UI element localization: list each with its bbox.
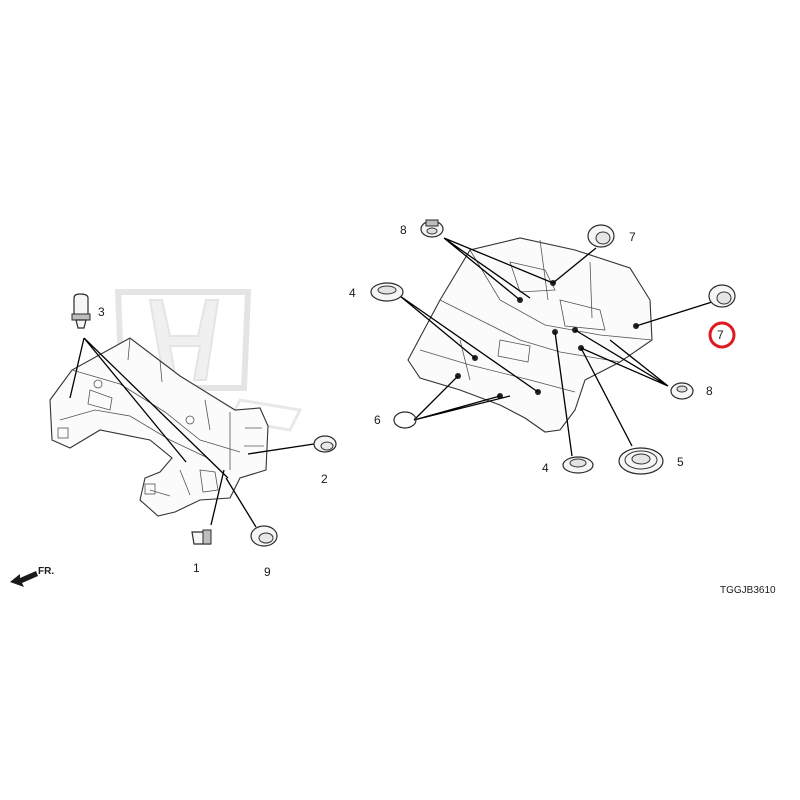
- callout-5: 5: [677, 455, 684, 469]
- part-1-clip: [191, 529, 212, 545]
- callout-8-top: 8: [400, 223, 407, 237]
- callout-1: 1: [193, 561, 200, 575]
- front-frame-assembly: [49, 337, 269, 517]
- leader-lines-right: [399, 237, 713, 457]
- part-7-plug-right: [708, 284, 736, 308]
- part-9-grommet: [250, 525, 278, 547]
- part-4-grommet-bottom: [562, 456, 594, 474]
- callout-7-highlighted: 7: [717, 328, 724, 342]
- callout-4-bottom: 4: [542, 461, 549, 475]
- highlight-circle: [708, 321, 736, 349]
- part-7-plug-top: [587, 224, 615, 248]
- callout-7-top: 7: [629, 230, 636, 244]
- part-6-seal-ring: [393, 411, 417, 429]
- part-8-grommet-right: [670, 382, 694, 400]
- callout-9: 9: [264, 565, 271, 579]
- floor-pan-assembly: [407, 237, 653, 433]
- callout-8-right: 8: [706, 384, 713, 398]
- leader-lines-left: [69, 337, 315, 528]
- callout-3: 3: [98, 305, 105, 319]
- callout-4-left: 4: [349, 286, 356, 300]
- part-2-grommet: [313, 435, 337, 453]
- part-3-plug: [71, 293, 91, 329]
- callout-2: 2: [321, 472, 328, 486]
- callout-6: 6: [374, 413, 381, 427]
- front-direction-indicator: FR.: [10, 566, 54, 587]
- direction-label: FR.: [38, 566, 54, 577]
- part-5-grommet-large: [618, 447, 664, 475]
- part-8-grommet-top: [420, 219, 444, 238]
- diagram-code: TGGJB3610: [720, 585, 776, 596]
- part-4-grommet-left: [370, 282, 404, 302]
